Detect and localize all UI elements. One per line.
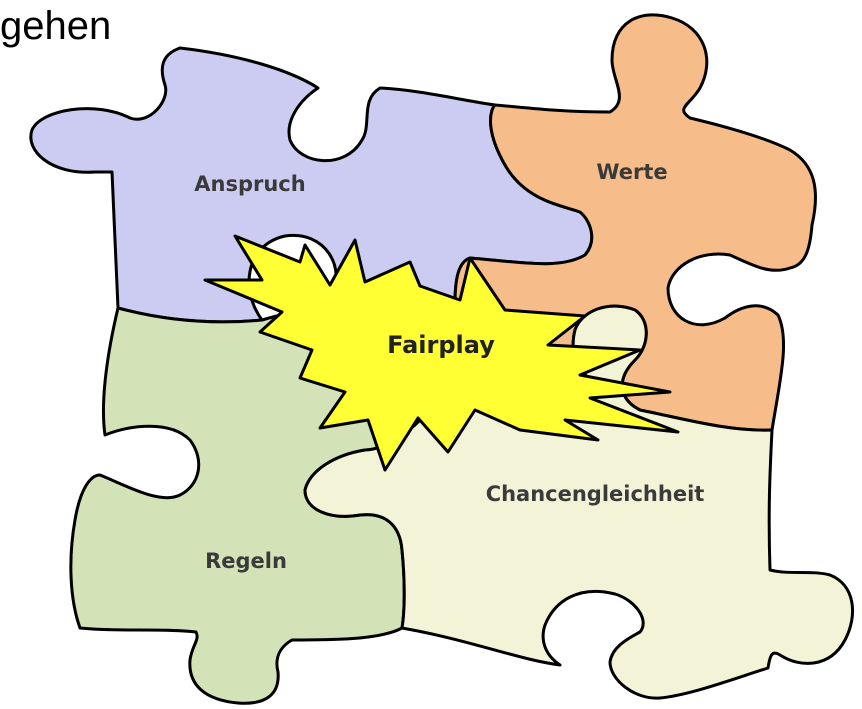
label-chancengleichheit: Chancengleichheit xyxy=(486,482,705,506)
label-anspruch: Anspruch xyxy=(194,172,305,196)
label-regeln: Regeln xyxy=(205,549,287,573)
label-werte: Werte xyxy=(596,160,667,184)
label-fairplay: Fairplay xyxy=(387,331,495,359)
